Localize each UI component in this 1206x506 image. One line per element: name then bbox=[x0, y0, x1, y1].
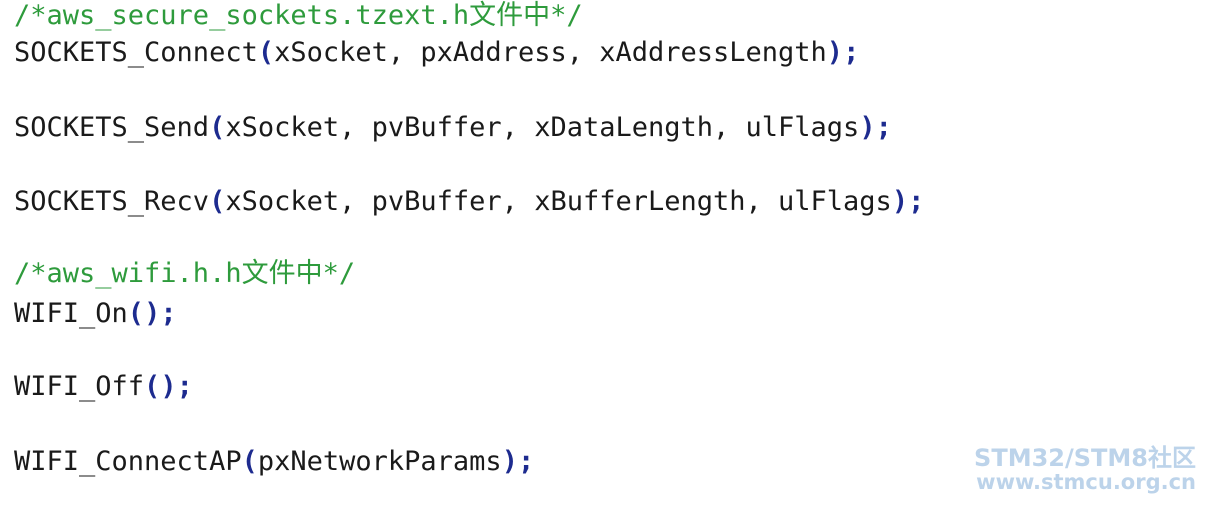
code-line-sockets-recv: SOCKETS_Recv(xSocket, pvBuffer, xBufferL… bbox=[14, 184, 924, 220]
function-name: WIFI_ConnectAP bbox=[14, 446, 242, 477]
open-paren: ( bbox=[127, 298, 145, 329]
watermark-title: STM32/STM8社区 bbox=[974, 444, 1196, 472]
open-paren: ( bbox=[209, 186, 226, 217]
function-name: SOCKETS_Connect bbox=[14, 37, 258, 68]
arguments: pxNetworkParams bbox=[257, 446, 502, 477]
open-paren: ( bbox=[209, 112, 226, 143]
comment-secure-sockets: /*aws_secure_sockets.tzext.h文件中*/ bbox=[14, 0, 583, 31]
comment-wifi: /*aws_wifi.h.h文件中*/ bbox=[14, 258, 356, 289]
arguments: xSocket, pxAddress, xAddressLength bbox=[274, 37, 827, 68]
function-name: WIFI_On bbox=[14, 298, 128, 329]
arguments: xSocket, pvBuffer, xDataLength, ulFlags bbox=[225, 112, 860, 143]
code-line-sockets-send: SOCKETS_Send(xSocket, pvBuffer, xDataLen… bbox=[14, 110, 892, 146]
close-paren: ) bbox=[160, 371, 177, 402]
watermark: STM32/STM8社区 www.stmcu.org.cn bbox=[974, 444, 1196, 495]
semicolon: ; bbox=[875, 112, 892, 143]
semicolon: ; bbox=[908, 186, 925, 217]
open-paren: ( bbox=[241, 446, 258, 477]
close-paren: ) bbox=[859, 112, 876, 143]
semicolon: ; bbox=[176, 371, 193, 402]
code-line-wifi-on: WIFI_On(); bbox=[14, 296, 177, 332]
code-line-wifi-off: WIFI_Off(); bbox=[14, 369, 193, 405]
code-block: /*aws_secure_sockets.tzext.h文件中*/ SOCKET… bbox=[14, 0, 924, 496]
code-line-wifi-connectap: WIFI_ConnectAP(pxNetworkParams); bbox=[14, 444, 534, 480]
close-paren: ) bbox=[891, 186, 909, 217]
function-name: WIFI_Off bbox=[14, 371, 145, 402]
semicolon: ; bbox=[517, 446, 535, 477]
semicolon: ; bbox=[160, 298, 177, 329]
function-name: SOCKETS_Recv bbox=[14, 186, 210, 217]
function-name: SOCKETS_Send bbox=[14, 112, 210, 143]
arguments: xSocket, pvBuffer, xBufferLength, ulFlag… bbox=[225, 186, 892, 217]
close-paren: ) bbox=[826, 37, 844, 68]
open-paren: ( bbox=[257, 37, 275, 68]
close-paren: ) bbox=[501, 446, 518, 477]
semicolon: ; bbox=[843, 37, 860, 68]
watermark-url: www.stmcu.org.cn bbox=[976, 470, 1196, 495]
code-line-sockets-connect: SOCKETS_Connect(xSocket, pxAddress, xAdd… bbox=[14, 35, 859, 71]
close-paren: ) bbox=[144, 298, 161, 329]
open-paren: ( bbox=[144, 371, 161, 402]
